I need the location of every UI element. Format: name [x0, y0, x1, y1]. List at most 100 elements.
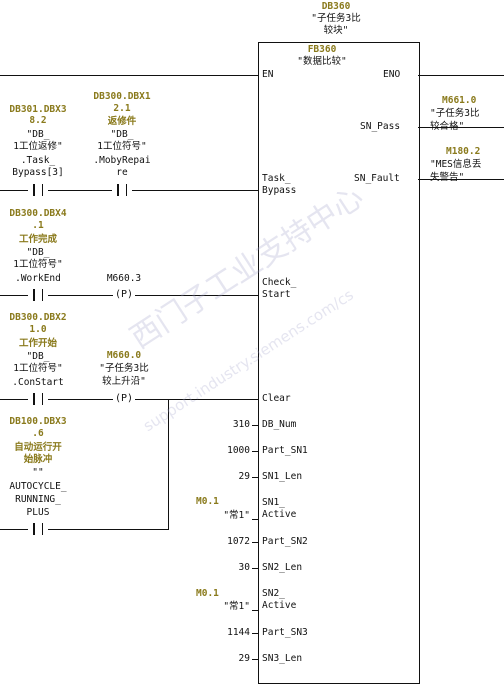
sn1-len-value[interactable]: 29: [238, 471, 250, 482]
pin-part-sn3: Part_SN3: [262, 627, 308, 638]
sn2-active-symbol: "常1": [223, 601, 250, 612]
db-num-value[interactable]: 310: [232, 419, 250, 430]
contact3-address: DB300.DBX4: [9, 208, 67, 219]
contact3-comment: 工作完成: [18, 234, 58, 245]
pin-check-start: Check_: [262, 277, 297, 288]
contact2-address: DB300.DBX1: [93, 91, 151, 102]
sn-pass-output-symbol-2: 较合格": [430, 121, 465, 132]
contact5-symbol-4: PLUS: [26, 507, 50, 518]
db-instance-name: DB360: [321, 1, 351, 12]
sn2-active-address[interactable]: M0.1: [196, 588, 219, 599]
pin-sn-pass: SN_Pass: [360, 121, 401, 132]
sn3-len-stub: [252, 659, 258, 660]
contact4-symbol-2: 1工位符号": [13, 363, 63, 374]
sn-fault-output-symbol: "MES信息丢: [430, 159, 482, 170]
contact5-no-contact[interactable]: [28, 523, 48, 535]
contact2-symbol: "DB_: [110, 129, 134, 140]
contact2-comment: 返修件: [107, 116, 137, 127]
db-num-stub: [252, 425, 258, 426]
fb-comment: "数据比较": [297, 56, 347, 67]
pin-task-bypass-2: Bypass: [262, 185, 297, 196]
pin-sn3-len: SN3_Len: [262, 653, 303, 664]
fb-name: FB360: [307, 44, 337, 55]
pin-eno: ENO: [383, 69, 401, 80]
contact3-address-2: .1: [32, 220, 44, 231]
clear-or-branch-vertical: [168, 399, 169, 530]
contact3-no-contact[interactable]: [28, 289, 48, 301]
contact2-symbol-3: .MobyRepai: [93, 155, 151, 166]
fb360-block[interactable]: [258, 42, 420, 684]
sn3-len-value[interactable]: 29: [238, 653, 250, 664]
contact2-address-2: 2.1: [113, 103, 131, 114]
p-edge2-address: M660.0: [106, 350, 142, 361]
contact5-comment-2: 始脉冲: [23, 454, 53, 465]
pin-part-sn1: Part_SN1: [262, 445, 308, 456]
sn2-len-value[interactable]: 30: [238, 562, 250, 573]
part-sn2-stub: [252, 542, 258, 543]
sn-pass-wire: [418, 127, 504, 128]
contact4-symbol: "DB_: [26, 351, 50, 362]
p-edge2-comment-2: 较上升沿": [102, 376, 146, 387]
contact4-address-2: 1.0: [29, 324, 47, 335]
p-edge1-address: M660.3: [106, 273, 142, 284]
db-instance-comment: "子任务3比: [311, 13, 361, 24]
contact1-symbol: "DB_: [26, 129, 50, 140]
sn1-active-address[interactable]: M0.1: [196, 496, 219, 507]
sn-pass-output-address[interactable]: M661.0: [442, 95, 477, 106]
pin-db-num: DB_Num: [262, 419, 297, 430]
contact1-symbol-3: .Task_: [20, 155, 56, 166]
db-instance-comment-2: 较块": [323, 25, 349, 36]
p-edge1-contact[interactable]: (P): [113, 289, 135, 301]
contact4-comment: 工作开始: [18, 338, 58, 349]
contact3-symbol-2: 1工位符号": [13, 259, 63, 270]
contact3-symbol: "DB_: [26, 247, 50, 258]
clear-or-branch-horizontal: [0, 529, 169, 530]
pin-en: EN: [262, 69, 274, 80]
contact5-symbol-2: AUTOCYCLE_: [9, 481, 67, 492]
pin-sn-fault: SN_Fault: [354, 173, 400, 184]
contact4-symbol-3: .ConStart: [12, 377, 64, 388]
contact5-symbol-3: RUNNING_: [15, 494, 61, 505]
sn1-active-stub: [252, 519, 258, 520]
contact4-address: DB300.DBX2: [9, 312, 67, 323]
sn1-active-symbol: "常1": [223, 510, 250, 521]
sn2-len-stub: [252, 568, 258, 569]
pin-part-sn2: Part_SN2: [262, 536, 308, 547]
pin-task-bypass: Task_: [262, 173, 291, 184]
pin-check-start-2: Start: [262, 289, 291, 300]
part-sn1-stub: [252, 451, 258, 452]
part-sn3-value[interactable]: 1144: [227, 627, 250, 638]
contact5-comment: 自动运行开: [14, 442, 62, 453]
contact1-address-2: 8.2: [29, 115, 47, 126]
pin-sn2-active: SN2_: [262, 588, 285, 599]
contact2-no-contact[interactable]: [112, 184, 132, 196]
pin-sn1-len: SN1_Len: [262, 471, 303, 482]
sn1-len-stub: [252, 477, 258, 478]
contact5-address: DB100.DBX3: [9, 416, 67, 427]
part-sn1-value[interactable]: 1000: [227, 445, 250, 456]
sn-fault-wire: [418, 179, 504, 180]
part-sn2-value[interactable]: 1072: [227, 536, 250, 547]
contact1-symbol-2: 1工位返修": [13, 141, 63, 152]
contact3-symbol-3: .WorkEnd: [15, 273, 61, 284]
p-edge2-contact[interactable]: (P): [113, 393, 135, 405]
p-edge2-comment: "子任务3比: [99, 363, 149, 374]
contact2-symbol-4: re: [116, 167, 128, 178]
contact1-no-contact[interactable]: [28, 184, 48, 196]
sn2-active-stub: [252, 610, 258, 611]
contact5-symbol: "": [32, 467, 44, 478]
eno-wire: [418, 75, 504, 76]
contact5-address-2: .6: [32, 428, 44, 439]
contact2-symbol-2: 1工位符号": [97, 141, 147, 152]
pin-sn2-active-2: Active: [262, 600, 297, 611]
pin-sn1-active-2: Active: [262, 509, 297, 520]
contact1-address: DB301.DBX3: [9, 104, 67, 115]
p-edge1-symbol: P: [120, 289, 128, 300]
p-edge2-symbol: P: [120, 393, 128, 404]
contact1-symbol-4: Bypass[3]: [12, 167, 64, 178]
en-wire: [0, 75, 258, 76]
sn-fault-output-address[interactable]: M180.2: [446, 146, 481, 157]
pin-clear: Clear: [262, 393, 291, 404]
sn-pass-output-symbol: "子任务3比: [430, 108, 480, 119]
contact4-no-contact[interactable]: [28, 393, 48, 405]
